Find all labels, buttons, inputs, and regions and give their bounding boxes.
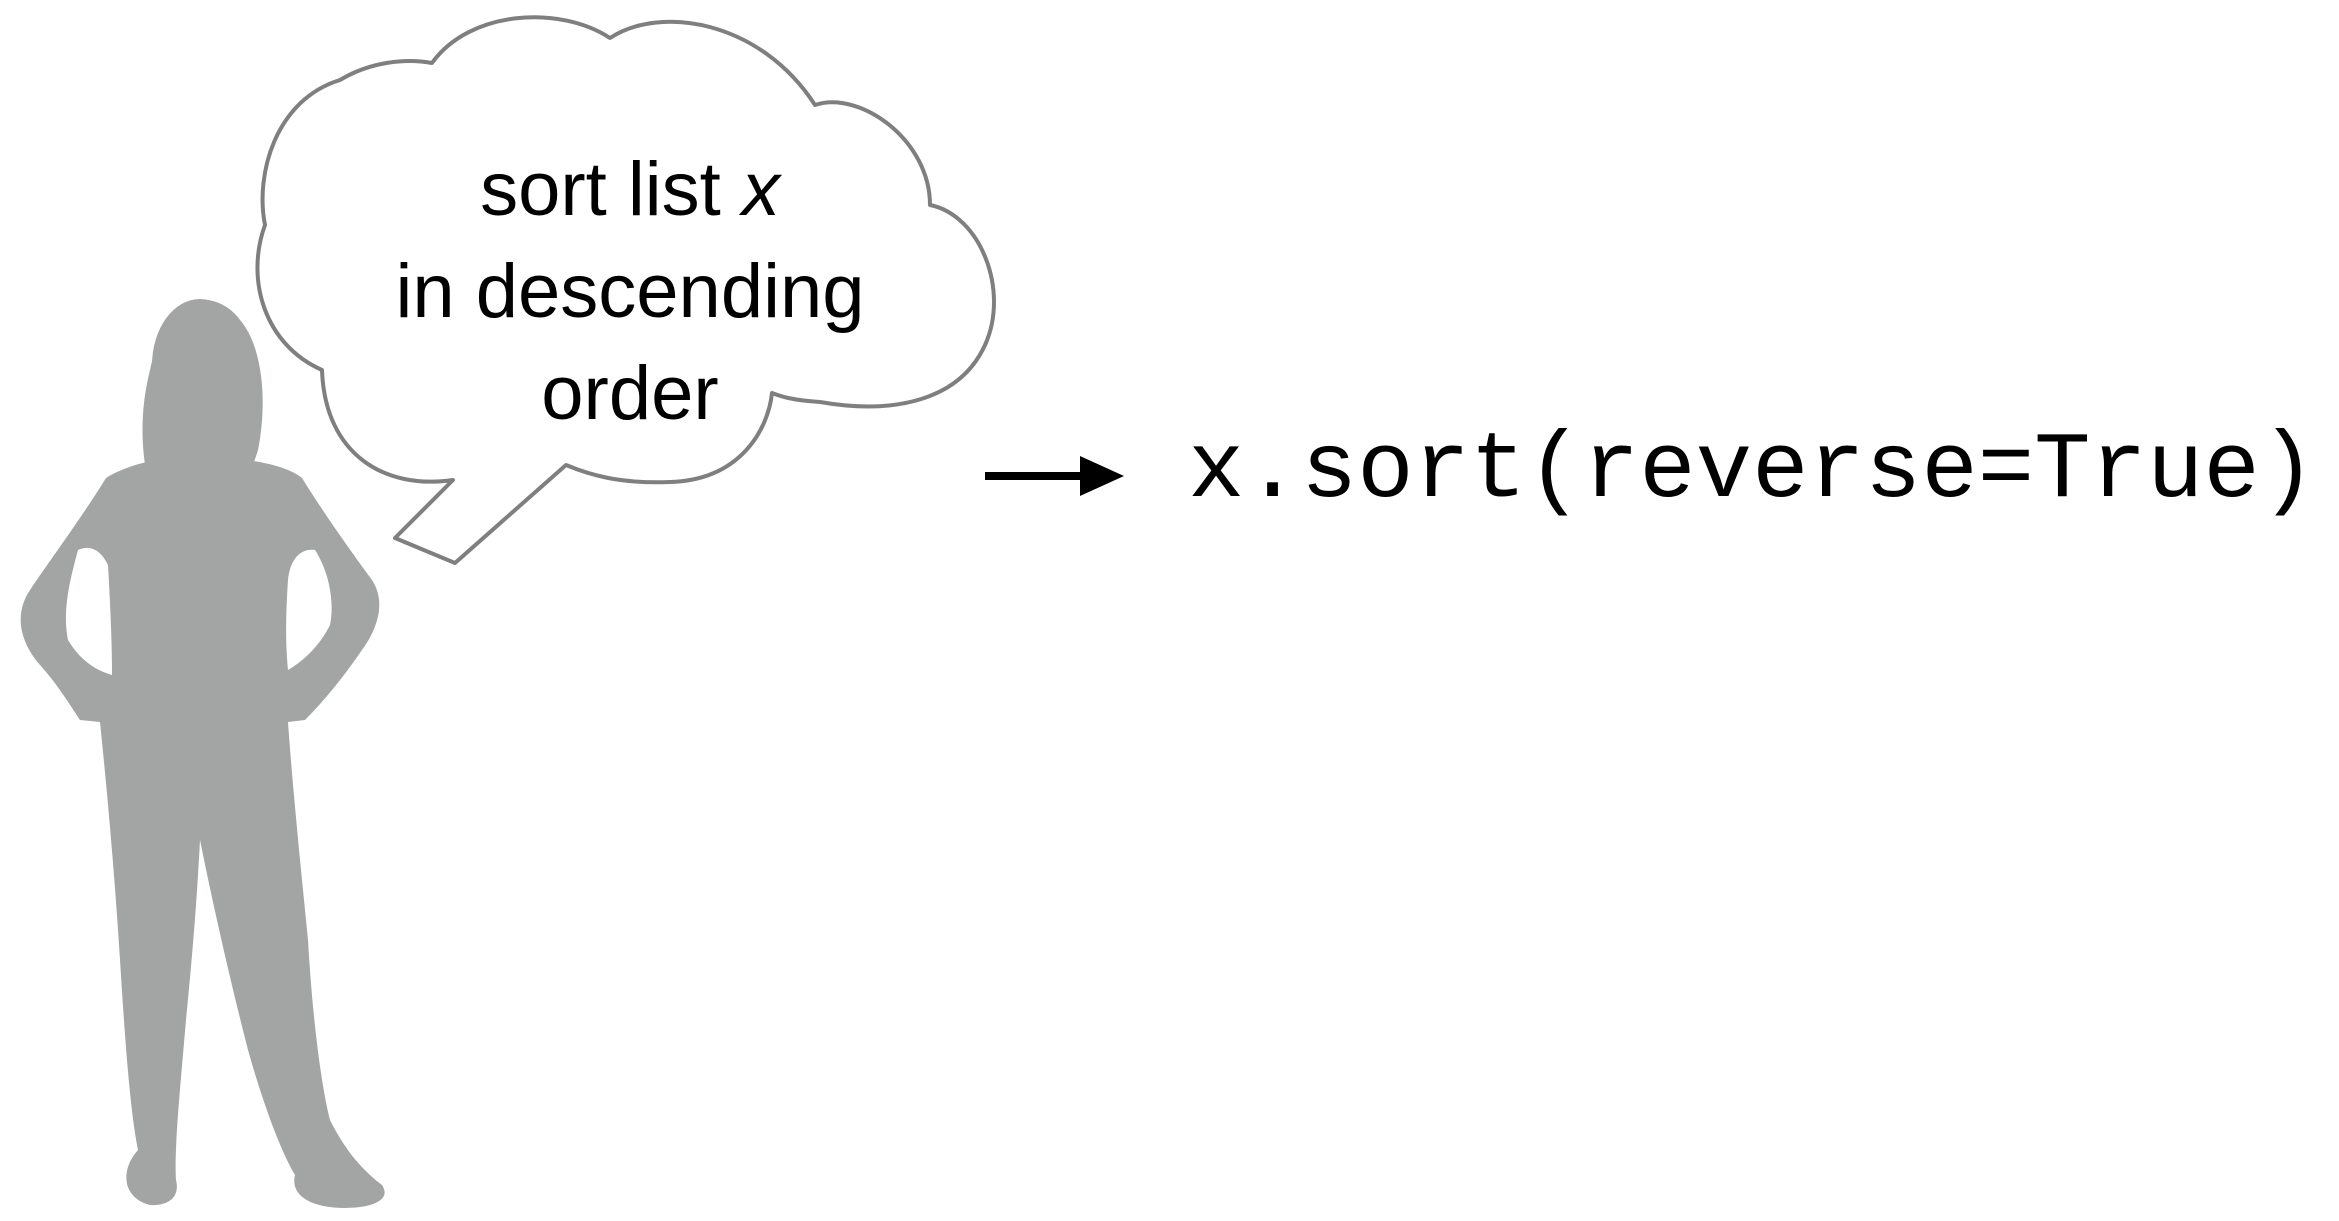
thought-text-line-1: sort list x — [290, 152, 970, 228]
thought-bubble-outline — [255, 15, 996, 565]
silhouette-body — [20, 460, 385, 1208]
woman-silhouette-icon — [20, 299, 385, 1208]
code-output: x.sort(reverse=True) — [1188, 419, 2317, 525]
silhouette-head — [152, 299, 248, 431]
thought-text-line-2: in descending — [395, 249, 865, 334]
thought-text-prefix: sort list — [480, 147, 742, 232]
thought-text-line-3: order — [541, 351, 719, 436]
thought-bubble — [255, 15, 996, 565]
silhouette-hair-lock — [236, 320, 263, 490]
arrow-head — [1080, 456, 1124, 496]
thought-variable: x — [741, 147, 780, 232]
silhouette-neck — [178, 418, 226, 470]
right-arrow-icon — [985, 456, 1124, 496]
